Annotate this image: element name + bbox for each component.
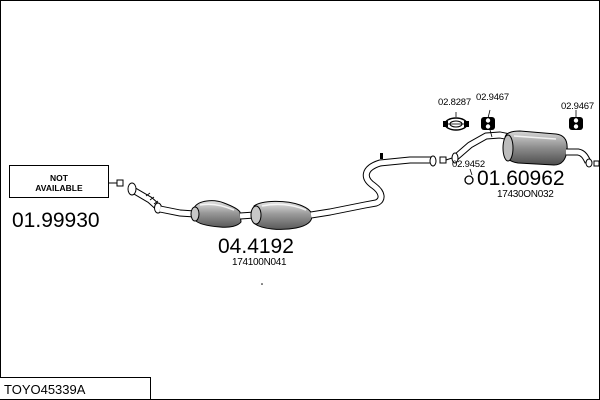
resonator-icon	[250, 200, 313, 230]
oem-number-rear-muffler: 17430ON032	[497, 189, 554, 200]
not-available-label: NOT AVAILABLE	[35, 173, 83, 193]
washer-ring-icon	[464, 175, 474, 185]
assembly-code: TOYO45339A	[4, 382, 86, 397]
accessory-number-washer[interactable]: 02.9452	[452, 159, 485, 170]
front-pipe	[159, 205, 196, 218]
leader-line-joint	[445, 157, 453, 161]
part-number-front-pipe[interactable]: 01.99930	[12, 209, 100, 232]
tail-pipe	[566, 148, 593, 168]
assembly-code-box: TOYO45339A	[0, 377, 151, 399]
leader-line-hanger-1b	[489, 129, 493, 138]
accessory-number-clamp[interactable]: 02.8287	[438, 97, 471, 108]
leader-line-hanger-1	[487, 109, 491, 119]
stray-dot	[261, 283, 263, 285]
center-pipe	[310, 153, 437, 219]
flange-marker-icon	[593, 160, 600, 167]
accessory-number-hanger-1[interactable]: 02.9467	[476, 92, 509, 103]
accessory-number-hanger-2[interactable]: 02.9467	[561, 101, 594, 112]
rubber-hanger-icon	[481, 117, 495, 130]
leader-line-washer	[469, 168, 473, 176]
oem-number-catalytic-converter: 174100N041	[232, 257, 287, 268]
catalytic-converter-icon	[190, 200, 242, 228]
not-available-box: NOT AVAILABLE	[9, 165, 109, 198]
clamp-ring-icon	[443, 117, 469, 131]
front-flex-pipe	[127, 182, 164, 214]
part-number-catalytic-converter[interactable]: 04.4192	[218, 235, 294, 258]
rear-pipe	[451, 131, 511, 164]
flange-marker-icon	[116, 179, 124, 187]
flange-marker-icon	[439, 156, 447, 164]
part-number-rear-muffler[interactable]: 01.60962	[477, 167, 565, 190]
rubber-hanger-icon	[569, 117, 583, 130]
rear-muffler-icon	[502, 130, 568, 166]
